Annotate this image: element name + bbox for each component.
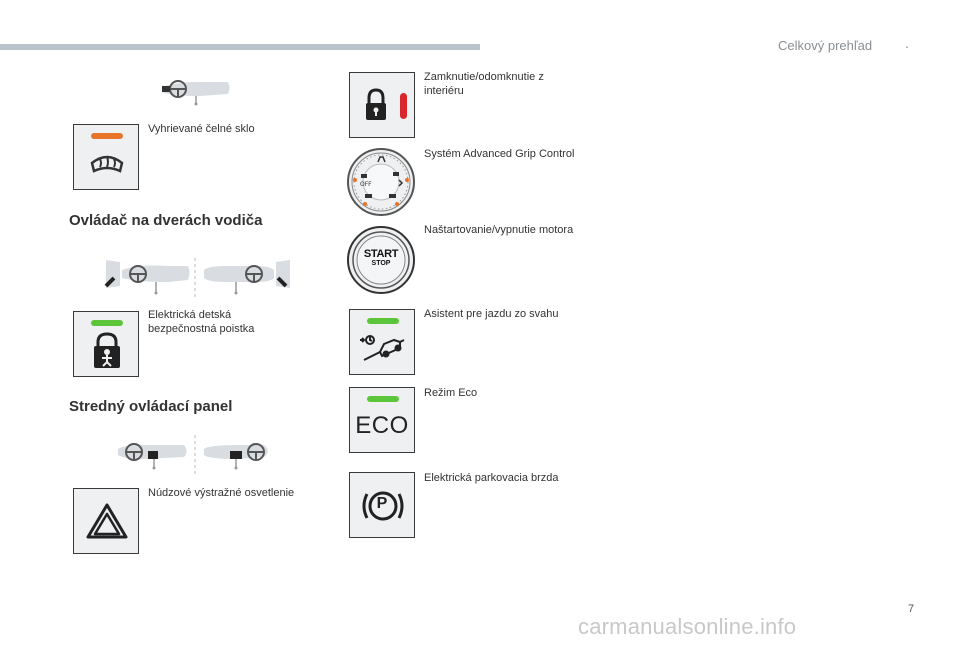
car-door-left-icon <box>104 260 190 295</box>
windshield-defrost-icon <box>90 155 124 173</box>
child-lock-label: Elektrická detská bezpečnostná poistka <box>148 309 255 335</box>
hazard-lights-label: Núdzové výstražné osvetlenie <box>148 487 295 499</box>
heated-windshield-label: Vyhrievané čelné sklo <box>148 123 255 135</box>
heated-windshield-button[interactable] <box>73 124 139 190</box>
grip-mode-icons: OFF <box>360 156 404 198</box>
green-indicator-icon-2 <box>367 318 399 324</box>
stop-label: STOP <box>371 260 391 267</box>
parking-brake-label: Elektrická parkovacia brzda <box>424 472 559 484</box>
central-lock-button[interactable] <box>349 72 415 138</box>
car-door-right-icon <box>204 260 290 295</box>
car-center-right-icon <box>204 443 268 470</box>
hill-assist-label: Asistent pre jazdu zo svahu <box>424 308 559 320</box>
section-title: Celkový prehľad <box>778 38 873 53</box>
car-center-left-icon <box>118 443 187 470</box>
hazard-triangle-icon <box>86 503 128 539</box>
green-indicator-icon-3 <box>367 396 399 402</box>
hill-assist-icon <box>360 335 405 361</box>
page-number: 7 <box>908 603 915 615</box>
eco-text: ECO <box>355 412 409 439</box>
orange-indicator-icon <box>91 133 123 139</box>
red-indicator-icon <box>400 93 407 119</box>
grip-control-label: Systém Advanced Grip Control <box>424 148 575 160</box>
parking-brake-icon <box>362 491 404 521</box>
section-heading-driver-door: Ovládač na dverách vodiča <box>69 212 263 229</box>
eco-mode-button[interactable]: ECO <box>349 387 415 453</box>
header-dot: . <box>905 35 909 51</box>
child-lock-icon <box>94 332 120 368</box>
divider-dashed-icon <box>194 258 196 298</box>
hazard-lights-button[interactable] <box>73 488 139 554</box>
watermark: carmanualsonline.info <box>578 614 797 639</box>
car-dashboard-icon <box>162 80 230 106</box>
start-stop-label: Naštartovanie/vypnutie motora <box>424 224 574 236</box>
section-heading-center-panel: Stredný ovládací panel <box>69 398 233 415</box>
hill-assist-button[interactable] <box>349 309 415 375</box>
parking-brake-symbol: P <box>376 495 388 512</box>
start-label: START <box>363 248 399 260</box>
parking-brake-button[interactable]: P <box>349 472 415 538</box>
svg-text:OFF: OFF <box>360 181 372 188</box>
child-lock-button[interactable] <box>73 311 139 377</box>
central-lock-label: Zamknutie/odomknutie z interiéru <box>424 71 544 97</box>
padlock-icon <box>366 88 386 120</box>
eco-mode-label: Režim Eco <box>424 387 478 399</box>
grip-control-dial[interactable]: OFF <box>345 146 417 218</box>
green-indicator-icon <box>91 320 123 326</box>
header-bar <box>0 44 480 50</box>
start-stop-button[interactable]: START STOP <box>345 224 417 296</box>
divider-dashed-icon-2 <box>194 435 196 475</box>
